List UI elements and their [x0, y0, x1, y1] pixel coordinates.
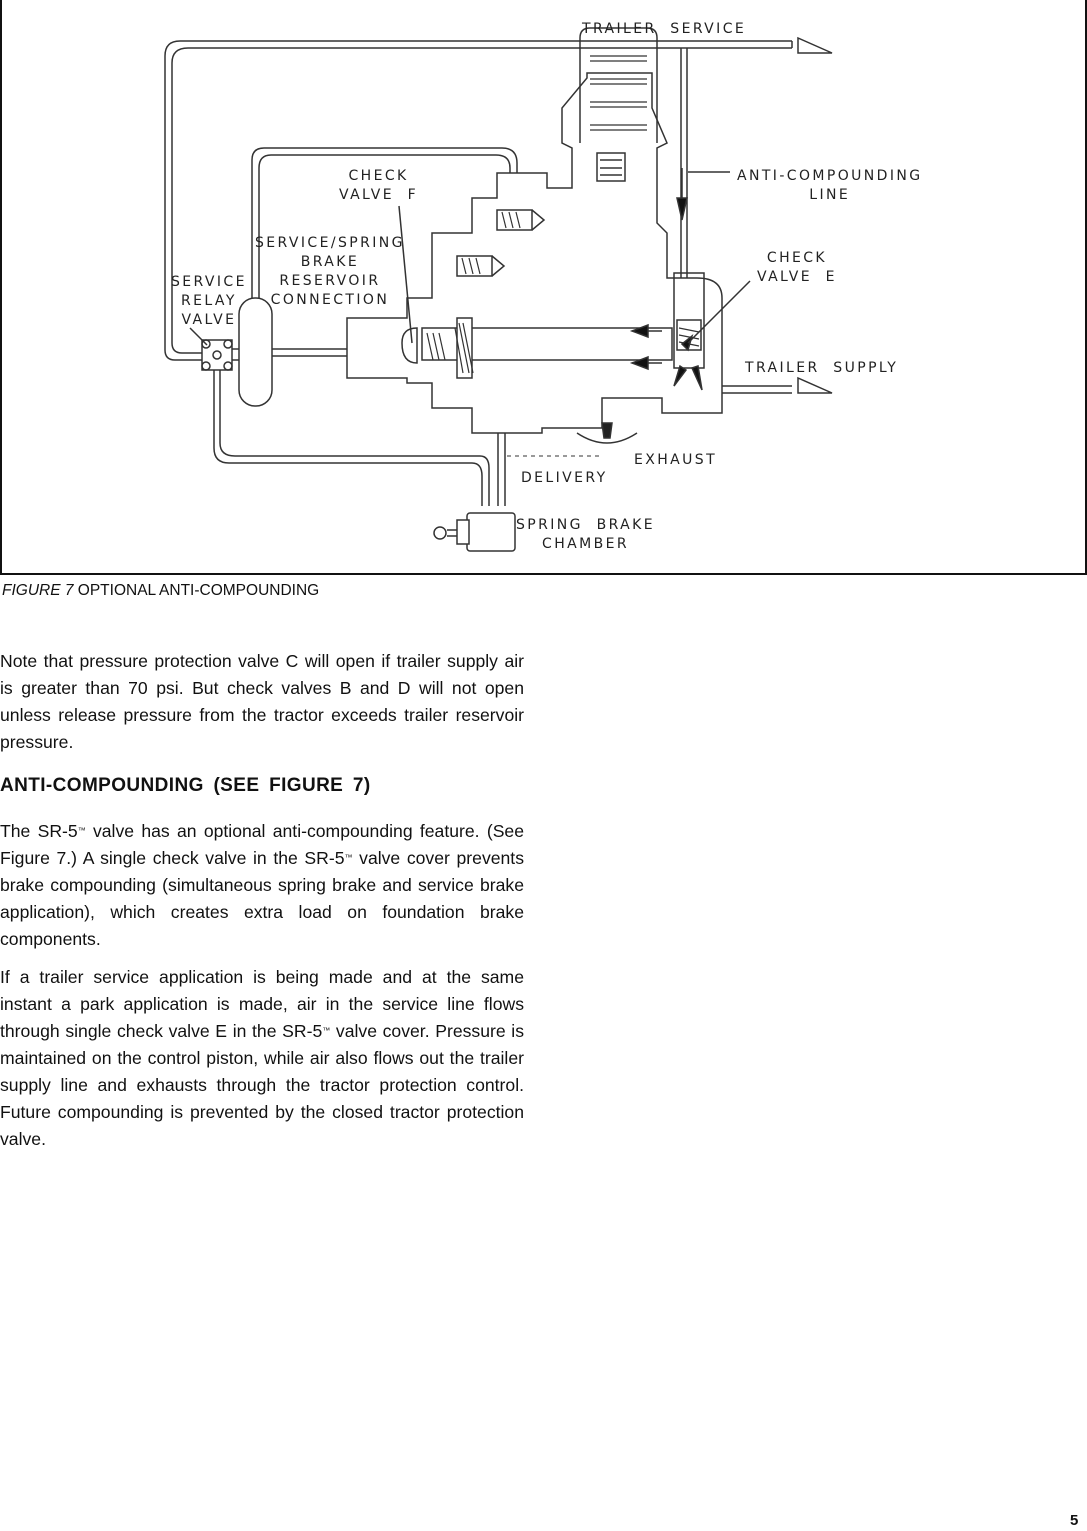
label-service-relay-valve: SERVICE RELAY VALVE — [171, 274, 247, 328]
para1-text-a: The SR-5 — [0, 821, 78, 841]
section-heading: ANTI-COMPOUNDING (SEE FIGURE 7) — [0, 775, 371, 796]
para1-text-c: valve cover prevents brake compounding (… — [0, 848, 524, 949]
label-trailer-supply: TRAILER SUPPLY — [745, 360, 899, 376]
note-text: Note that pressure protection valve C wi… — [0, 651, 524, 752]
trademark-symbol: ™ — [77, 826, 86, 835]
label-exhaust: EXHAUST — [634, 452, 718, 468]
figure-caption: FIGURE 7 OPTIONAL ANTI-COMPOUNDING — [2, 582, 319, 600]
label-check-valve-f: CHECK VALVE F — [339, 168, 419, 203]
page-number: 5 — [1070, 1512, 1079, 1529]
note-paragraph: Note that pressure protection valve C wi… — [0, 648, 524, 756]
label-delivery: DELIVERY — [521, 470, 608, 486]
figure-7-diagram: TRAILER SERVICE ANTI-COMPOUNDING LINE CH… — [0, 0, 1087, 575]
label-service-spring-brake-reservoir-connection: SERVICE/SPRING BRAKE RESERVOIR CONNECTIO… — [255, 235, 405, 308]
label-anti-compounding-line: ANTI-COMPOUNDING LINE — [737, 168, 923, 203]
figure-title: OPTIONAL ANTI-COMPOUNDING — [73, 582, 320, 599]
trademark-symbol: ™ — [322, 1026, 331, 1035]
figure-number: FIGURE 7 — [2, 582, 74, 599]
label-check-valve-e: CHECK VALVE E — [757, 250, 837, 285]
label-trailer-service: TRAILER SERVICE — [582, 21, 747, 37]
label-spring-brake-chamber: SPRING BRAKE CHAMBER — [516, 517, 655, 552]
anti-compounding-schematic — [164, 27, 833, 552]
paragraph-2: If a trailer service application is bein… — [0, 964, 524, 1153]
para2-text-b: valve cover. Pressure is maintained on t… — [0, 1021, 524, 1149]
para2-text-a: If a trailer service application is bein… — [0, 967, 524, 1041]
trademark-symbol: ™ — [344, 853, 353, 862]
paragraph-1: The SR-5™ valve has an optional anti-com… — [0, 818, 524, 953]
para1-text-b: valve has an optional anti-compounding f… — [0, 821, 524, 868]
